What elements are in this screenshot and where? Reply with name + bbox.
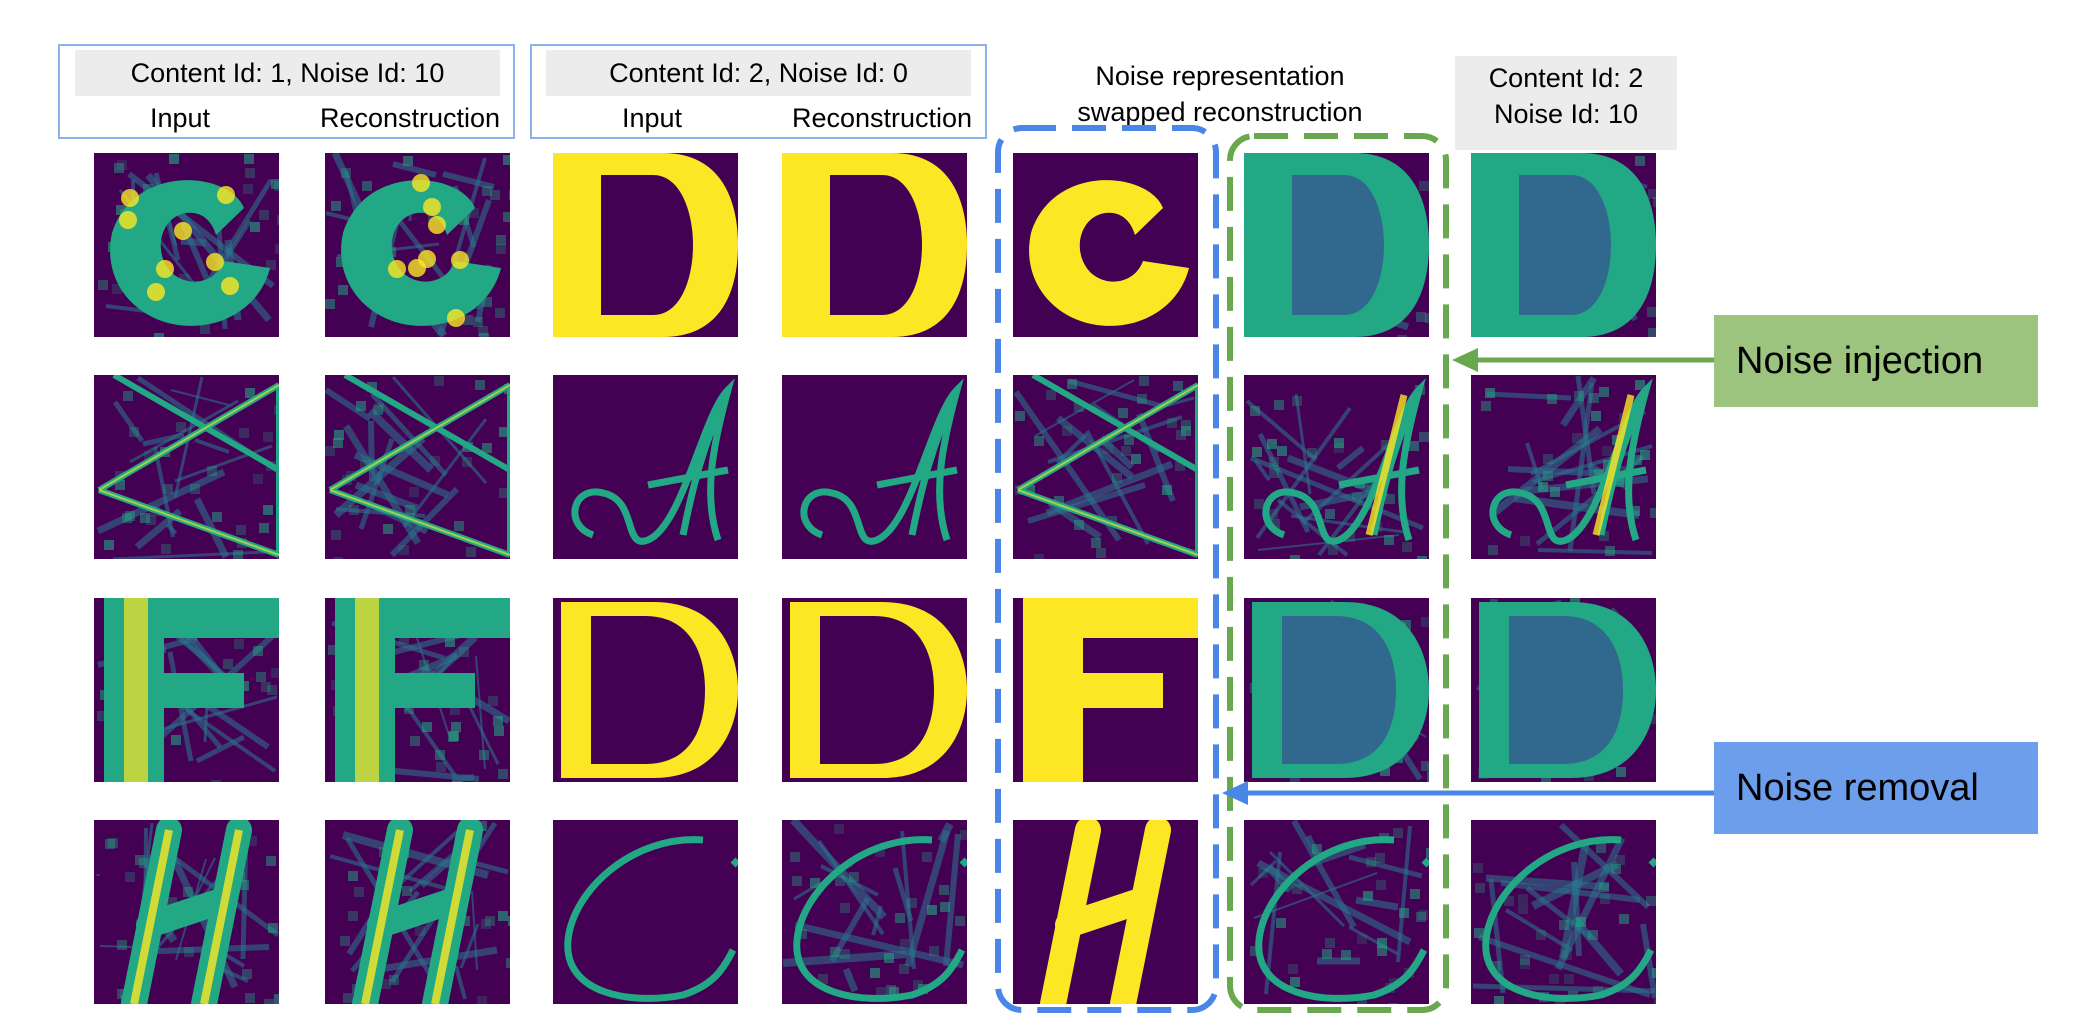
blue-dashed-box: [995, 125, 1219, 1013]
image-cell-r1-c4: [782, 153, 967, 337]
glyph-D: [1250, 599, 1429, 782]
glyph-script-A: [1245, 378, 1429, 559]
image-cell-r2-c2: [325, 375, 510, 559]
glyph-script-A: [571, 378, 735, 545]
image-cell-r3-c4: [782, 598, 967, 782]
glyph-D: [782, 153, 967, 337]
glyph-F: [97, 598, 279, 782]
glyph-C: [98, 154, 279, 337]
glyph-D: [561, 602, 738, 778]
glyph-triangle: [325, 375, 510, 559]
glyph-C: [1029, 180, 1189, 326]
noise-injection-callout: Noise injection: [1714, 315, 2038, 407]
image-cell-r3-c3: [553, 598, 738, 782]
glyph-F: [328, 598, 510, 782]
image-cell-r2-c7: [1471, 375, 1656, 559]
glyph-D: [1476, 598, 1656, 782]
noise-removal-arrowhead: [1222, 781, 1248, 805]
glyph-script-A: [1481, 375, 1656, 556]
glyph-ellipse: [564, 836, 738, 1002]
group-1-title: Content Id: 1, Noise Id: 10: [75, 50, 500, 96]
swapped-header-line2: swapped reconstruction: [1077, 97, 1363, 127]
glyph-ellipse: [782, 820, 967, 1002]
group-1-input-label: Input: [149, 103, 211, 133]
target-header: Content Id: 2 Noise Id: 10: [1455, 56, 1677, 150]
image-cell-r3-c7: [1471, 598, 1656, 782]
glyph-triangle: [1013, 375, 1198, 559]
image-cell-r3-c6: [1244, 598, 1429, 782]
target-header-line1: Content Id: 2: [1488, 63, 1644, 93]
swapped-header-line1: Noise representation: [1095, 61, 1345, 91]
green-dashed-box: [1227, 133, 1449, 1013]
group-2-reconstruction-label: Reconstruction: [791, 103, 973, 133]
image-cell-r2-c6: [1244, 375, 1429, 559]
group-2-input-label: Input: [621, 103, 683, 133]
swapped-header: Noise representation swapped reconstruct…: [1040, 58, 1400, 130]
glyph-D: [790, 602, 967, 778]
image-cell-r1-c6: [1244, 153, 1429, 337]
group-1-reconstruction-label: Reconstruction: [319, 103, 501, 133]
image-cell-r4-c1: [94, 820, 279, 1004]
glyph-ellipse: [1249, 820, 1429, 1004]
glyph-D: [553, 153, 738, 337]
glyph-H: [329, 820, 510, 1004]
image-cell-r2-c1: [94, 375, 279, 559]
image-cell-r1-c5: [1013, 153, 1198, 337]
noise-injection-arrowhead: [1452, 348, 1478, 372]
glyph-F: [1023, 598, 1198, 782]
image-cell-r4-c6: [1244, 820, 1429, 1004]
image-cell-r2-c3: [553, 375, 738, 559]
target-header-line2: Noise Id: 10: [1493, 99, 1639, 129]
image-cell-r4-c7: [1471, 820, 1656, 1004]
group-1-box: [58, 44, 515, 139]
image-cell-r1-c3: [553, 153, 738, 337]
glyph-H: [1040, 820, 1171, 1004]
image-cell-r2-c4: [782, 375, 967, 559]
image-cell-r3-c1: [94, 598, 279, 782]
group-2-box: [530, 44, 987, 139]
image-cell-r4-c5: [1013, 820, 1198, 1004]
image-cell-r3-c5: [1013, 598, 1198, 782]
image-cell-r4-c3: [553, 820, 738, 1004]
glyph-ellipse: [1472, 822, 1656, 1004]
image-cell-r4-c2: [325, 820, 510, 1004]
image-cell-r3-c2: [325, 598, 510, 782]
image-cell-r1-c1: [94, 153, 279, 337]
image-cell-r4-c4: [782, 820, 967, 1004]
image-cell-r1-c2: [325, 153, 510, 337]
noise-removal-callout: Noise removal: [1714, 742, 2038, 834]
glyph-D: [1471, 153, 1656, 337]
glyph-C: [325, 153, 510, 337]
image-cell-r1-c7: [1471, 153, 1656, 337]
glyph-H: [96, 820, 279, 1004]
glyph-triangle: [96, 375, 279, 559]
group-2-title: Content Id: 2, Noise Id: 0: [546, 50, 971, 96]
glyph-D: [1244, 153, 1429, 337]
image-cell-r2-c5: [1013, 375, 1198, 559]
glyph-script-A: [800, 378, 964, 545]
